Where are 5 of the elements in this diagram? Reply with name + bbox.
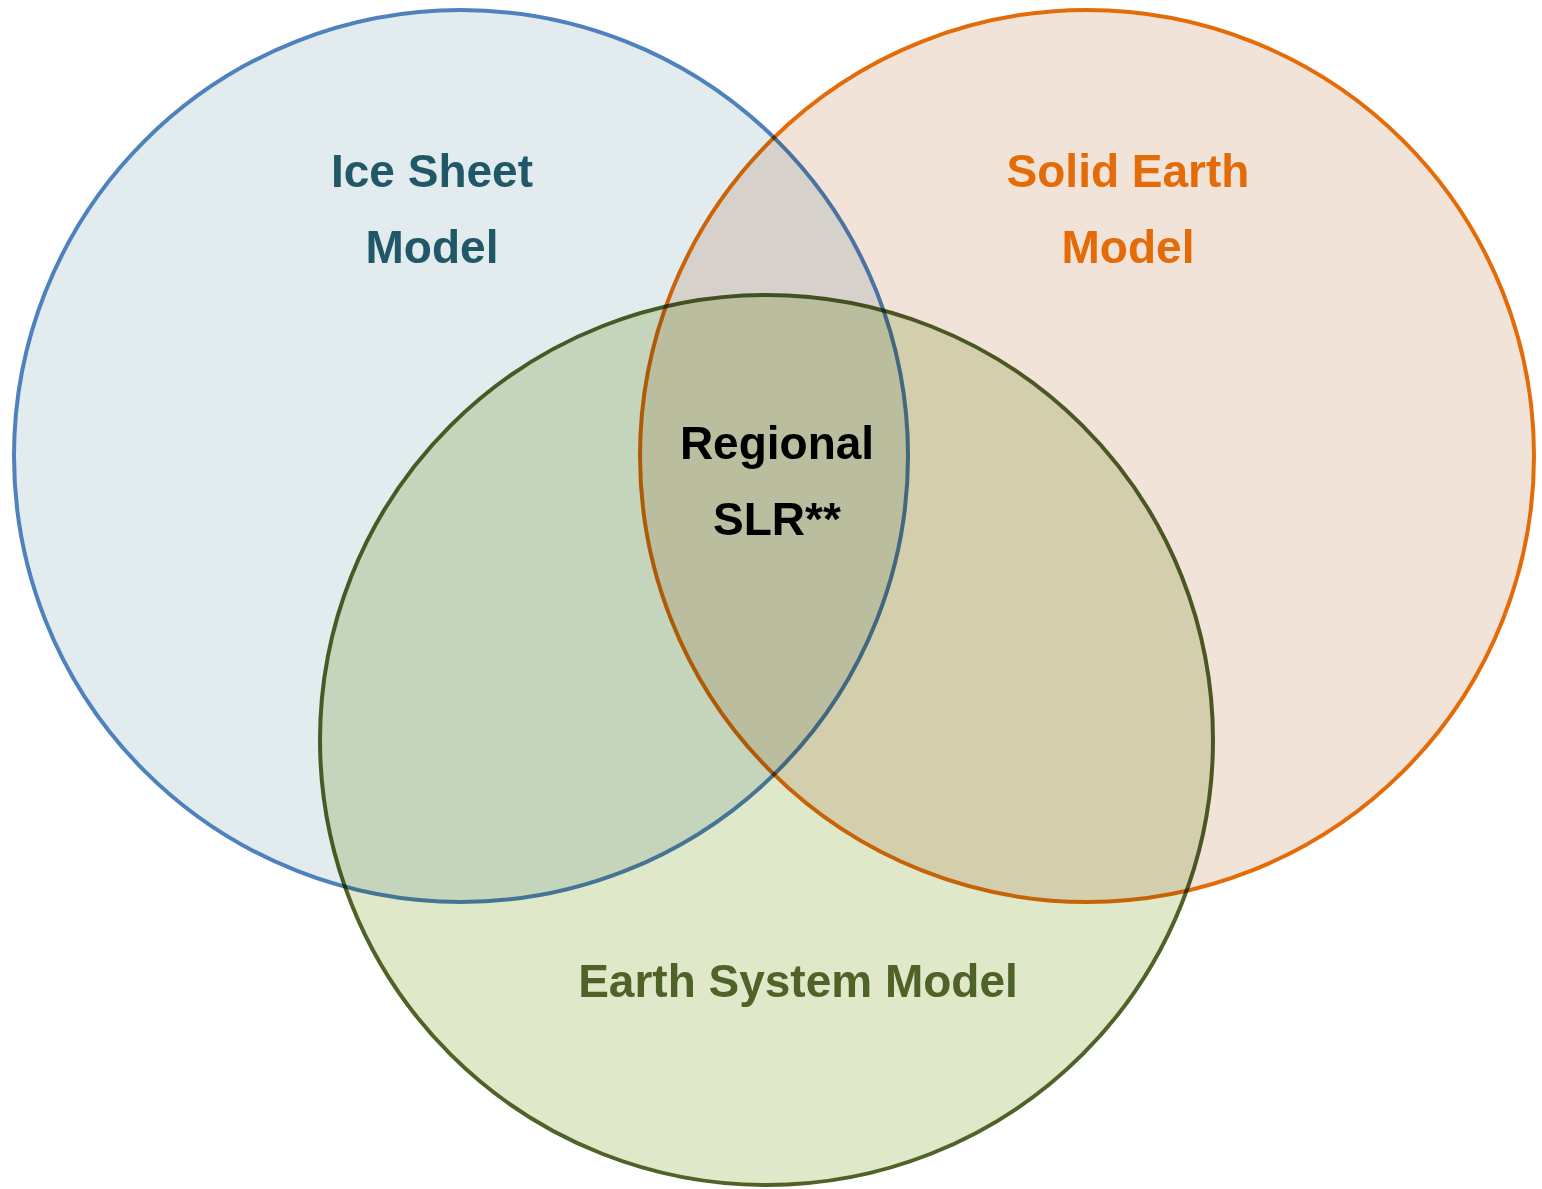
venn-circle xyxy=(638,8,1536,904)
center-label: Regional SLR** xyxy=(678,416,876,547)
circle-label: Solid Earth Model xyxy=(1005,144,1251,275)
circle-label: Earth System Model xyxy=(577,954,1019,1009)
circle-label: Ice Sheet Model xyxy=(330,144,534,275)
